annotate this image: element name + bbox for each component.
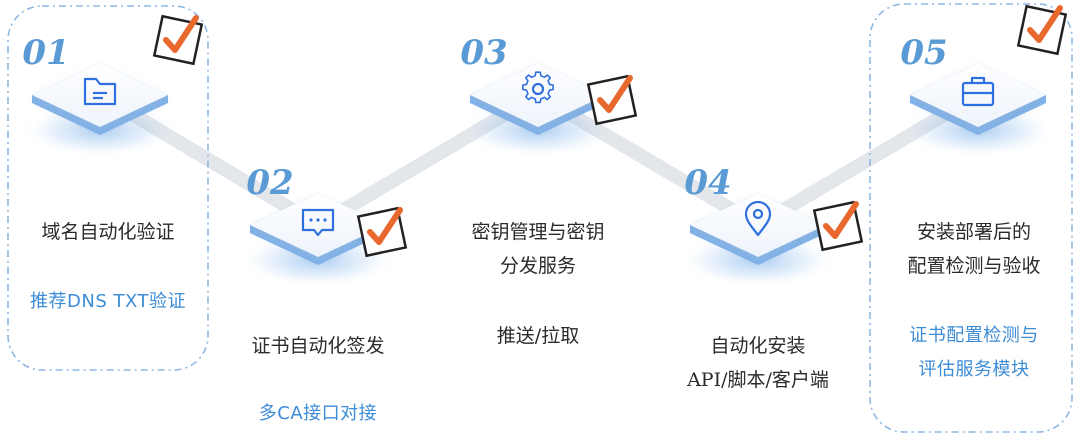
step-01: 01 xyxy=(20,14,204,158)
step-01-dashed-frame xyxy=(7,5,209,371)
gear-icon xyxy=(522,71,554,104)
chat-icon xyxy=(301,208,335,237)
check-icon xyxy=(812,200,864,252)
folder-icon xyxy=(83,77,117,106)
step-05-title-line-2: 配置检测与验收 xyxy=(907,255,1041,277)
step-04: 04 xyxy=(678,163,864,288)
step-number: 02 xyxy=(246,163,293,203)
step-05: 05 xyxy=(898,4,1068,158)
step-05-highlight-line-1: 证书配置检测与 xyxy=(909,325,1039,346)
check-icon xyxy=(1016,4,1068,56)
step-05-highlight-line-2: 评估服务模块 xyxy=(918,359,1030,380)
check-icon xyxy=(356,206,408,258)
step-04-title-line-1: 自动化安装 xyxy=(710,335,806,357)
location-pin-icon xyxy=(744,200,772,237)
step-02-highlight: 多CA接口对接 xyxy=(258,403,378,424)
step-05-dashed-frame xyxy=(869,3,1073,433)
step-03-title-line-1: 密钥管理与密钥 xyxy=(471,221,605,243)
step-number: 03 xyxy=(460,33,507,73)
check-icon xyxy=(586,74,638,126)
step-02-tile xyxy=(250,193,386,257)
step-01-highlight: 推荐DNS TXT验证 xyxy=(30,291,186,312)
step-02: 02 xyxy=(238,163,408,288)
step-04-tile xyxy=(690,193,826,257)
step-05-title-line-1: 安装部署后的 xyxy=(916,221,1031,243)
step-01-tile xyxy=(32,63,168,127)
step-03-sub: 推送/拉取 xyxy=(496,325,580,347)
step-number: 04 xyxy=(684,163,731,203)
step-01-title: 域名自动化验证 xyxy=(41,221,175,243)
step-number: 05 xyxy=(900,33,947,73)
check-icon xyxy=(152,14,204,66)
step-04-title-line-2: API/脚本/客户端 xyxy=(687,369,829,391)
step-05-tile xyxy=(910,63,1046,127)
step-number: 01 xyxy=(22,33,69,73)
step-02-title: 证书自动化签发 xyxy=(251,335,385,357)
step-03: 03 xyxy=(458,33,638,158)
step-03-title-line-2: 分发服务 xyxy=(499,255,576,277)
toolbox-icon xyxy=(961,76,995,107)
